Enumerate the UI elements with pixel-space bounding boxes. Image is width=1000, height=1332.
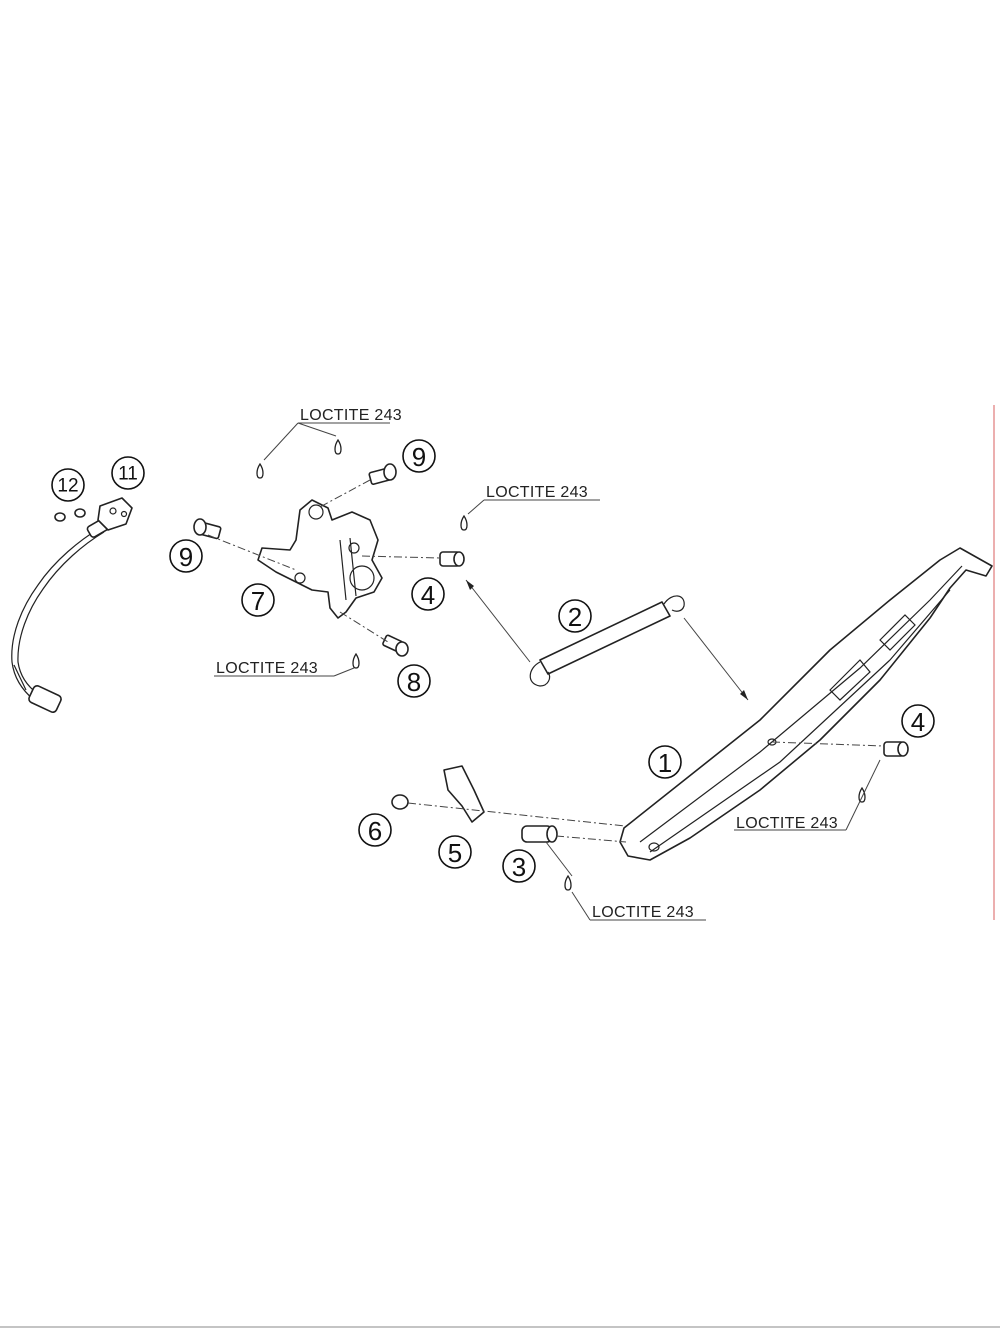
callout-6: 6: [358, 813, 392, 847]
callout-11-label: 11: [118, 464, 138, 485]
callout-2-label: 2: [568, 602, 582, 632]
callout-8: 8: [397, 664, 431, 698]
bushing-4-upper-part: [439, 551, 465, 567]
callout-3: 3: [502, 849, 536, 883]
callout-1: 1: [648, 745, 682, 779]
loctite-leaders: [214, 422, 881, 921]
plate-5-part: [443, 765, 485, 823]
loctite-label-bottom: LOCTITE 243: [592, 904, 694, 921]
alignment-lines: [207, 479, 885, 843]
callout-8-label: 8: [407, 667, 421, 697]
callout-7: 7: [241, 583, 275, 617]
callout-5-label: 5: [448, 838, 462, 868]
spring-arrows: [465, 579, 749, 701]
callout-2: 2: [558, 599, 592, 633]
bushing-3-part: [521, 825, 558, 843]
callout-4-upper: 4: [411, 577, 445, 611]
bolt-9-left-part: [193, 518, 222, 540]
loctite-label-mid: LOCTITE 243: [486, 484, 588, 501]
callout-9-upper: 9: [402, 439, 436, 473]
callout-4-right: 4: [901, 704, 935, 738]
loctite-label-right: LOCTITE 243: [736, 815, 838, 832]
loctite-label-left: LOCTITE 243: [216, 660, 318, 677]
bolt-8-part: [382, 634, 409, 657]
spring-2-part: [529, 595, 685, 687]
small-screws-part: [54, 508, 86, 522]
callout-12: 12: [51, 468, 85, 502]
screw-6-part: [391, 794, 409, 810]
callout-9-left: 9: [169, 539, 203, 573]
bolt-9-upper-part: [368, 463, 397, 485]
callout-7-label: 7: [251, 586, 265, 616]
callout-1-label: 1: [658, 748, 672, 778]
loctite-drop-icon: [256, 438, 866, 891]
callout-5: 5: [438, 835, 472, 869]
callout-4-upper-label: 4: [421, 580, 435, 610]
callout-6-label: 6: [368, 816, 382, 846]
stand-bracket-part: [257, 499, 383, 619]
side-stand-1-part: [619, 547, 993, 861]
callout-11: 11: [111, 456, 145, 490]
callout-12-label: 12: [57, 476, 78, 497]
callout-9-left-label: 9: [179, 542, 193, 572]
loctite-label-top: LOCTITE 243: [300, 407, 402, 424]
callout-4-right-label: 4: [911, 707, 925, 737]
callout-9-upper-label: 9: [412, 442, 426, 472]
callout-3-label: 3: [512, 852, 526, 882]
sensor-cable-part: [11, 497, 133, 713]
bushing-4-right-part: [883, 741, 909, 757]
